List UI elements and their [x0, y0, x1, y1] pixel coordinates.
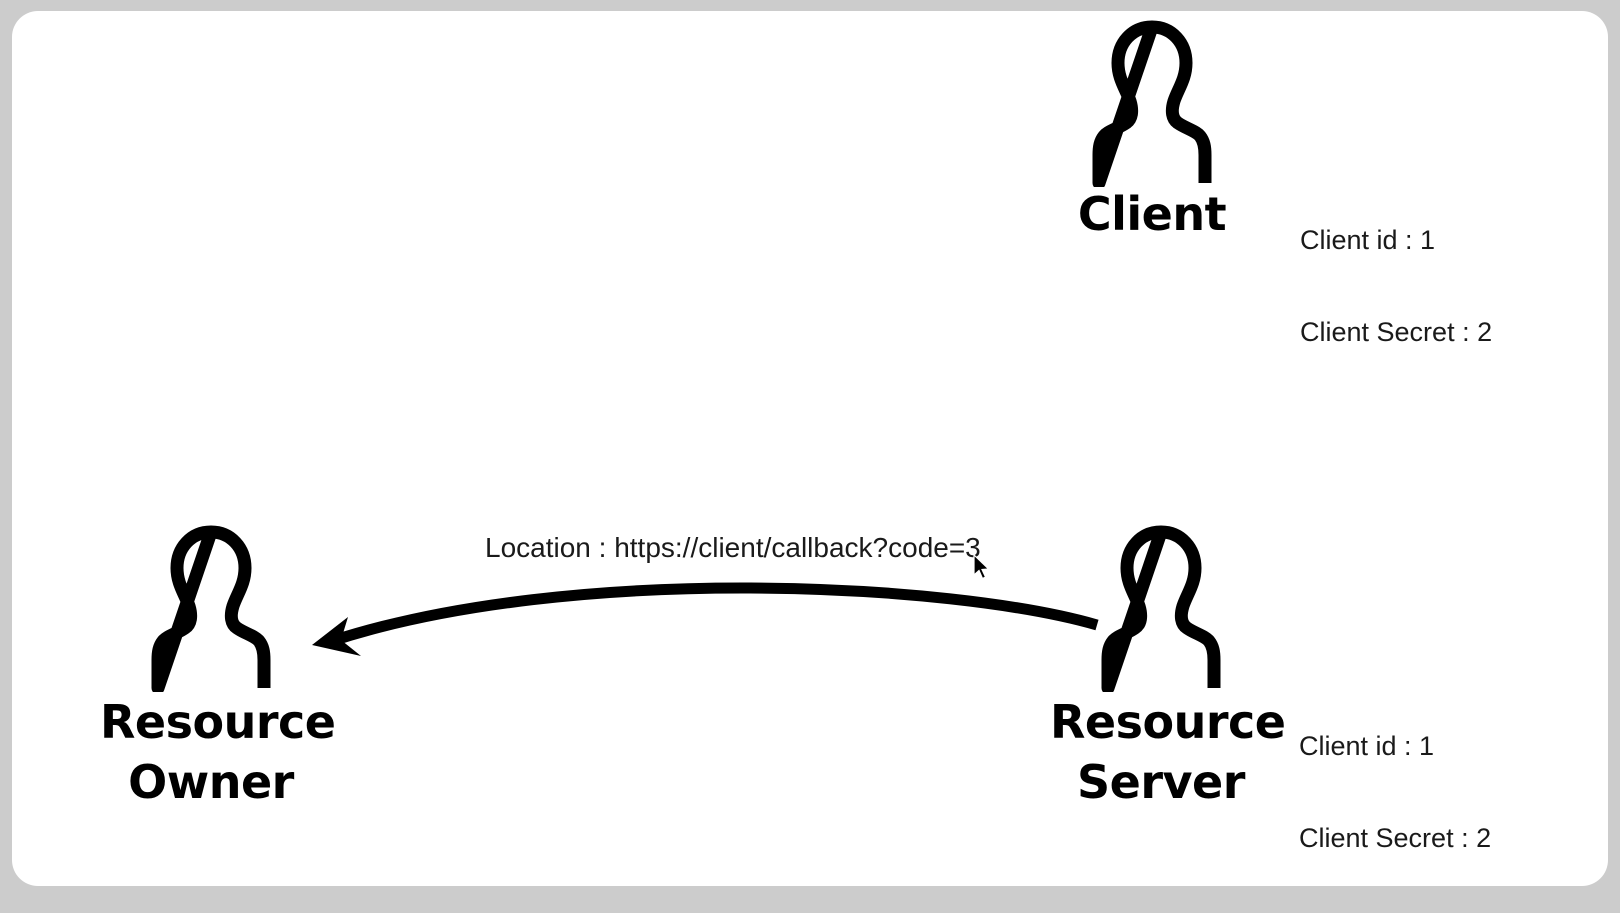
annotation-line: Client id : 1 [1299, 731, 1435, 761]
person-icon [1101, 525, 1221, 692]
actor-resource-server-label-line2: Server [1077, 755, 1245, 809]
mouse-pointer-icon [973, 554, 990, 580]
actor-resource-owner[interactable]: Resource Owner [100, 524, 336, 809]
actor-resource-owner-label-line2: Owner [128, 755, 294, 809]
server-credentials-annotation: Client id : 1 Client Secret : 2 redirect… [1299, 670, 1585, 886]
actor-resource-server-label-line1: Resource [1050, 695, 1286, 749]
client-credentials-annotation: Client id : 1 Client Secret : 2 [1300, 164, 1492, 408]
actor-client-label: Client [1077, 187, 1227, 241]
actor-resource-owner-label-line1: Resource [100, 695, 336, 749]
person-icon [151, 525, 271, 692]
person-icon [1092, 20, 1212, 187]
actor-client[interactable]: Client [1052, 19, 1252, 237]
actor-resource-server[interactable]: Resource Server [1050, 524, 1286, 809]
diagram-canvas: Client Resource Owner Resource Server Cl… [12, 11, 1608, 886]
annotation-line: Client Secret : 2 [1300, 316, 1493, 347]
arrow-shaft [330, 582, 1099, 647]
annotation-line: Client Secret : 2 [1299, 822, 1492, 853]
annotation-line: Client id : 1 [1300, 225, 1436, 255]
arrow-label: Location : https://client/callback?code=… [485, 532, 981, 563]
